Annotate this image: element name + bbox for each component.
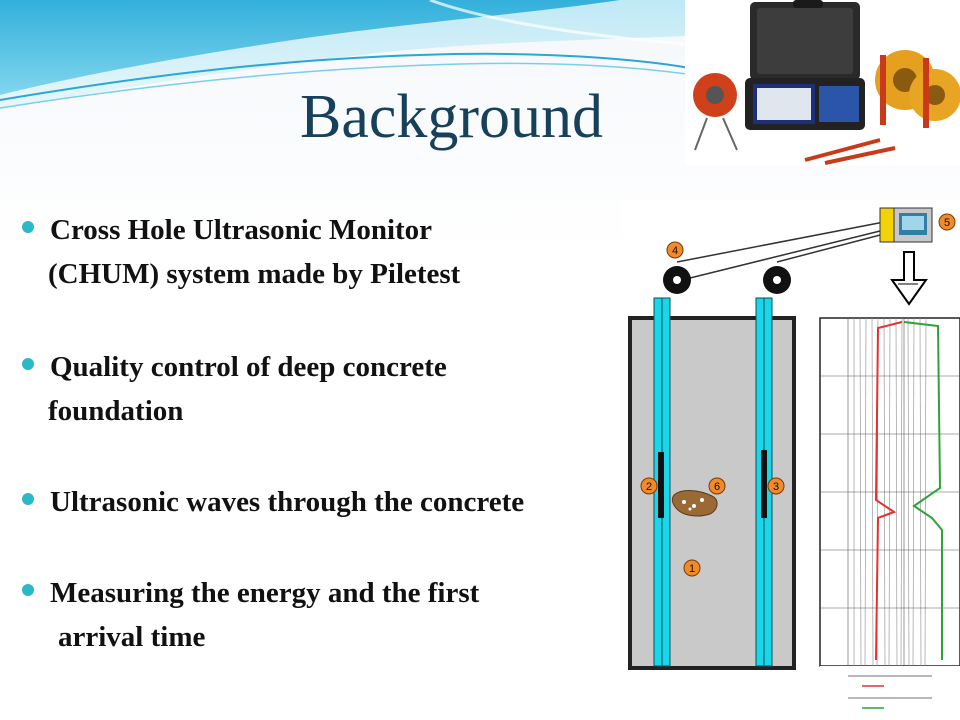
svg-text:6: 6: [714, 481, 720, 493]
svg-text:2: 2: [646, 481, 652, 493]
bullet-text: Quality control of deep concrete: [50, 351, 447, 383]
bullet-text-continued: foundation: [48, 395, 184, 427]
bullet-text-continued: arrival time: [58, 621, 206, 653]
crosshole-log-plot: [819, 317, 960, 720]
crosshole-diagram: 4 5 2 3 6 1: [622, 200, 960, 720]
equipment-photo: [685, 0, 960, 165]
bullet-text: Cross Hole Ultrasonic Monitor: [50, 214, 433, 246]
marker-4: 4: [666, 241, 684, 259]
svg-text:1: 1: [689, 563, 695, 575]
marker-3: 3: [767, 477, 785, 495]
svg-text:3: 3: [773, 481, 779, 493]
marker-5: 5: [938, 213, 956, 231]
svg-text:5: 5: [944, 217, 950, 229]
bullet-text-continued: (CHUM) system made by Piletest: [48, 258, 461, 290]
bullet-dot-icon: [22, 584, 34, 596]
marker-1: 1: [683, 559, 701, 577]
bullet-text: Ultrasonic waves through the concrete: [50, 486, 525, 518]
bullet-text: Measuring the energy and the first: [50, 577, 480, 609]
slide-title: Background: [300, 83, 604, 151]
marker-6: 6: [708, 477, 726, 495]
bullet-dot-icon: [22, 493, 34, 505]
bullet-dot-icon: [22, 221, 34, 233]
svg-text:4: 4: [672, 245, 678, 257]
bullet-dot-icon: [22, 358, 34, 370]
marker-2: 2: [640, 477, 658, 495]
